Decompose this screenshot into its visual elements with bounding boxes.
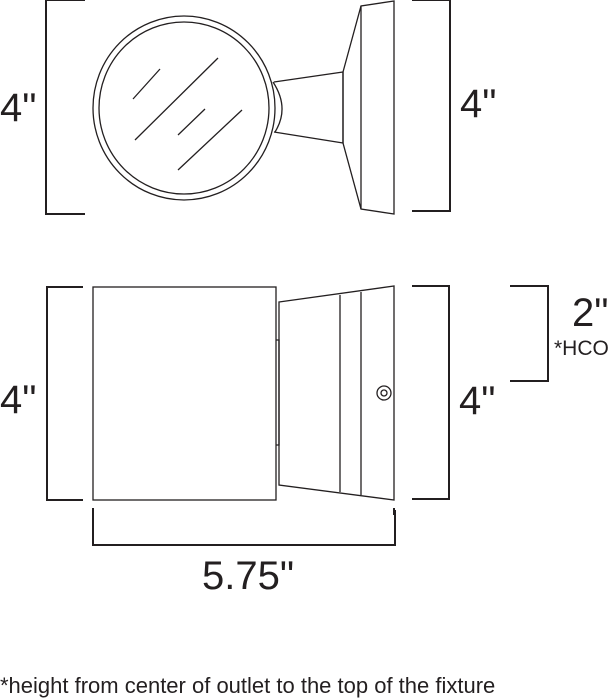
top-right-dimension-bracket: [412, 0, 451, 212]
tapered-mount: [278, 285, 395, 501]
width-label: 5.75": [202, 554, 294, 598]
top-view: 4" 4": [0, 0, 496, 215]
side-view: 4" 4" 2" *HCO 5.75": [0, 285, 609, 598]
top-left-height-label: 4": [0, 86, 36, 130]
top-left-dimension-bracket: [45, 0, 85, 215]
set-screw-icon: [376, 385, 392, 401]
lamp-head-round: [92, 15, 283, 201]
side-right-dimension-bracket: [412, 285, 450, 500]
top-right-height-label: 4": [460, 82, 496, 126]
lamp-body-square: [92, 286, 277, 501]
lamp-arm: [273, 71, 344, 144]
hco-tag-label: *HCO: [554, 337, 609, 360]
hco-footnote: *height from center of outlet to the top…: [0, 673, 495, 698]
side-left-dimension-bracket: [46, 286, 83, 501]
hco-value-label: 2": [572, 291, 608, 335]
glass-reflection-line: [132, 68, 161, 100]
width-dimension-bracket: [92, 510, 396, 546]
side-left-height-label: 4": [0, 378, 36, 422]
hco-dimension-bracket: [510, 285, 549, 382]
side-right-height-label: 4": [459, 379, 495, 423]
wall-plate: [342, 0, 395, 215]
